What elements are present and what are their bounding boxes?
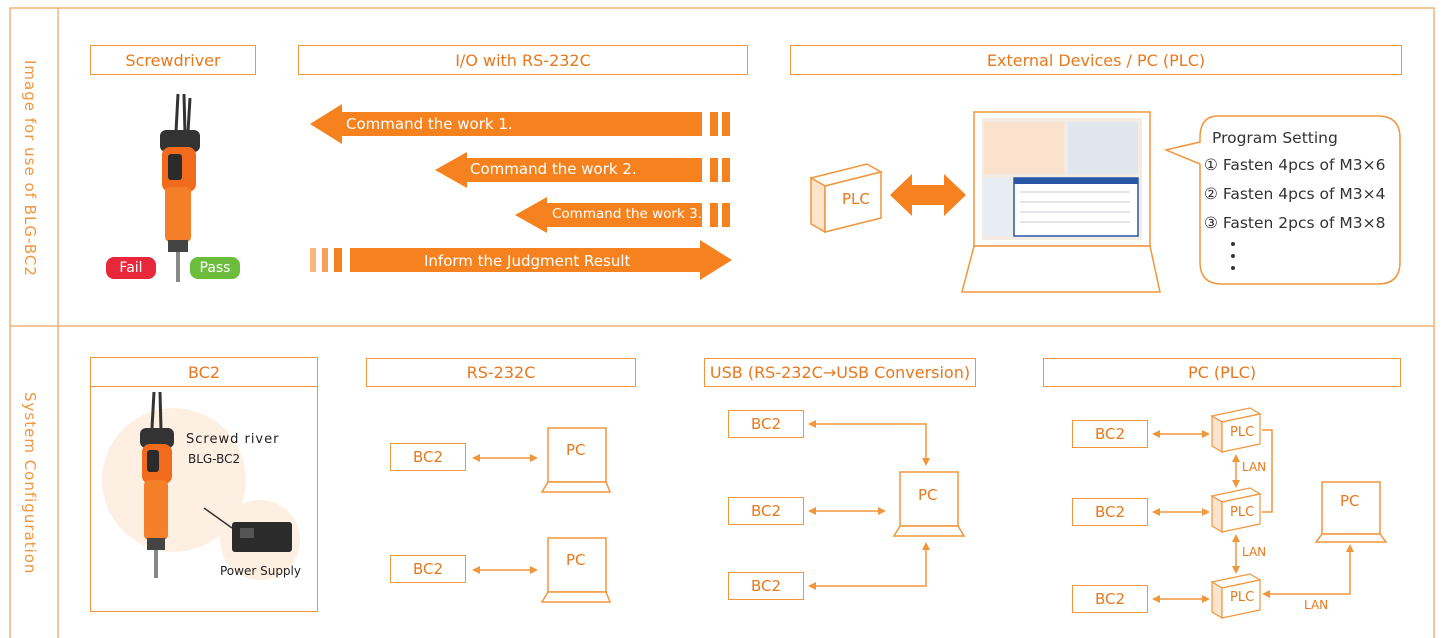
rs232-bc2-node-2: BC2: [390, 555, 466, 583]
pcplc-pc-label: PC: [1340, 492, 1360, 510]
command-2-arrow: [435, 152, 702, 188]
command-3-text: Command the work 3.: [552, 206, 702, 222]
rs232-pc-label-2: PC: [566, 551, 586, 569]
plc-pc-double-arrow: [890, 174, 966, 216]
usb-links: [808, 420, 966, 590]
plc-node-label-1: PLC: [1230, 425, 1255, 440]
side-label-top-text: Image for use of BLG-BC2: [21, 59, 39, 277]
rs232-pc-label-1: PC: [566, 441, 586, 459]
ellipsis-dots: [1231, 242, 1235, 270]
usb-pc-label: PC: [918, 486, 938, 504]
usb-bc2-node-1: BC2: [728, 410, 804, 438]
rs232-header: RS-232C: [366, 358, 636, 387]
command-1-arrow: [310, 104, 702, 144]
pcplc-bc2-node-2: BC2: [1072, 498, 1148, 526]
io-header: I/O with RS-232C: [298, 45, 748, 75]
fail-badge: Fail: [106, 257, 156, 279]
io-arrows: [310, 104, 732, 280]
bc2-panel: [90, 386, 318, 612]
inform-arrow: [350, 240, 732, 280]
plc-box-icon: [809, 163, 883, 234]
program-item-1: ① Fasten 4pcs of M3×6: [1204, 156, 1386, 174]
command-2-text: Command the work 2.: [470, 160, 637, 178]
lan-label-3: LAN: [1304, 598, 1329, 612]
pcplc-bc2-node-1: BC2: [1072, 420, 1148, 448]
lan-label-1: LAN: [1242, 460, 1267, 474]
screwdriver-header: Screwdriver: [90, 45, 256, 75]
command-1-text: Command the work 1.: [346, 115, 513, 133]
screwdriver-label: Screwd river: [186, 432, 280, 447]
lan-label-2: LAN: [1242, 545, 1267, 559]
pcplc-links: [1152, 407, 1388, 620]
program-item-3: ③ Fasten 2pcs of M3×8: [1204, 214, 1386, 232]
plc-box-label: PLC: [842, 190, 870, 208]
plc-node-label-2: PLC: [1230, 505, 1255, 520]
rs232-links: [472, 427, 612, 603]
program-item-2: ② Fasten 4pcs of M3×4: [1204, 185, 1386, 203]
pass-badge: Pass: [190, 257, 240, 279]
plc-node-label-3: PLC: [1230, 590, 1255, 605]
side-label-bottom-text: System Configuration: [21, 391, 39, 575]
pcplc-header: PC (PLC): [1043, 358, 1401, 387]
inform-text: Inform the Judgment Result: [424, 252, 631, 270]
external-devices-header: External Devices / PC (PLC): [790, 45, 1402, 75]
usb-bc2-node-2: BC2: [728, 497, 804, 525]
power-supply-label: Power Supply: [220, 564, 301, 578]
model-label: BLG-BC2: [188, 452, 241, 466]
pcplc-bc2-node-3: BC2: [1072, 585, 1148, 613]
program-bubble: [1163, 115, 1401, 285]
usb-header: USB (RS-232C→USB Conversion): [704, 358, 976, 387]
laptop-icon: [961, 111, 1161, 293]
usb-bc2-node-3: BC2: [728, 572, 804, 600]
screwdriver-image: [160, 93, 200, 282]
program-title: Program Setting: [1212, 129, 1338, 147]
side-label-bottom: System Configuration: [8, 330, 52, 636]
side-label-top: Image for use of BLG-BC2: [8, 10, 52, 326]
command-3-arrow: [515, 197, 702, 233]
bc2-header: BC2: [90, 357, 318, 387]
rs232-bc2-node-1: BC2: [390, 443, 466, 471]
bc2-illustration: [102, 391, 300, 580]
